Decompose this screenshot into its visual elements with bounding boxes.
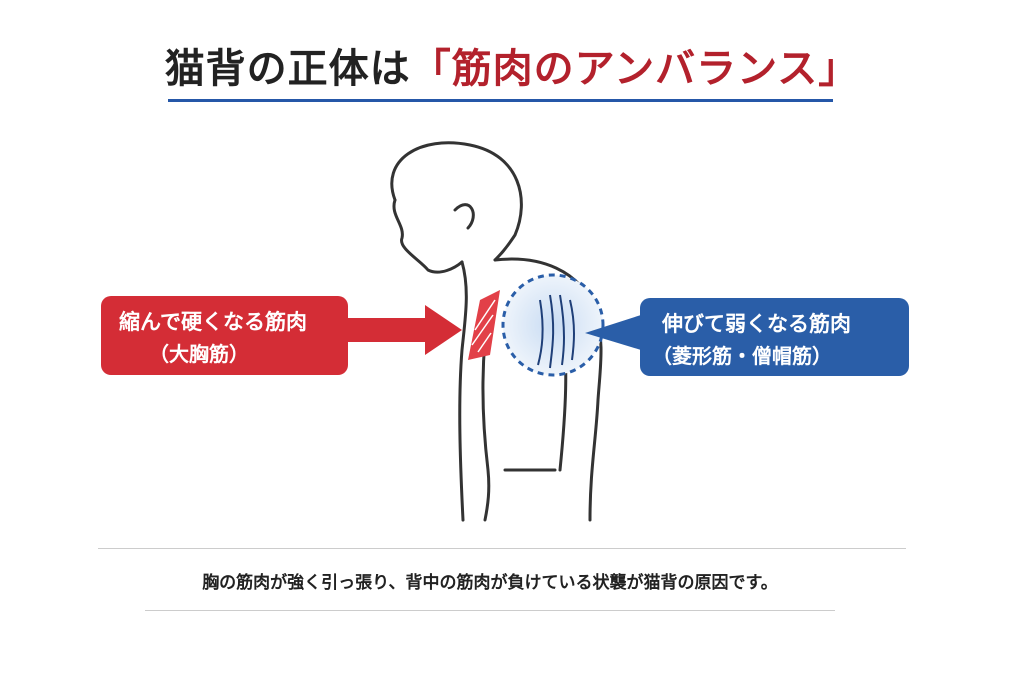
lengthened-muscle-title: 伸びて弱くなる筋肉 — [662, 312, 851, 336]
shortened-muscle-label: 縮んで硬くなる筋肉 （大胸筋） — [101, 296, 348, 375]
divider-bottom — [145, 610, 835, 611]
title-prefix: 猫背の正体は — [164, 46, 411, 92]
title-underline — [168, 99, 833, 102]
shortened-muscle-name: （大胸筋） — [149, 342, 249, 366]
divider-top — [98, 548, 906, 549]
shortened-muscle-title: 縮んで硬くなる筋肉 — [119, 310, 307, 334]
caption: 胸の筋肉が強く引っ張り、背中の筋肉が負けている状襲が猫背の原因です。 — [202, 573, 778, 593]
page-title: 猫背の正体は「筋肉のアンバランス」 — [0, 36, 1024, 94]
lengthened-muscle-label: 伸びて弱くなる筋肉 （菱形筋・僧帽筋） — [640, 298, 909, 376]
callout-pointer-icon — [585, 315, 641, 350]
title-highlight: 「筋肉のアンバランス」 — [410, 46, 860, 92]
lengthened-muscle-name: （菱形筋・僧帽筋） — [652, 344, 832, 368]
red-arrow-icon — [348, 305, 462, 355]
chest-muscle — [468, 290, 500, 360]
chest-muscle-fibers — [471, 299, 496, 353]
back-muscle-fibers — [537, 294, 575, 369]
